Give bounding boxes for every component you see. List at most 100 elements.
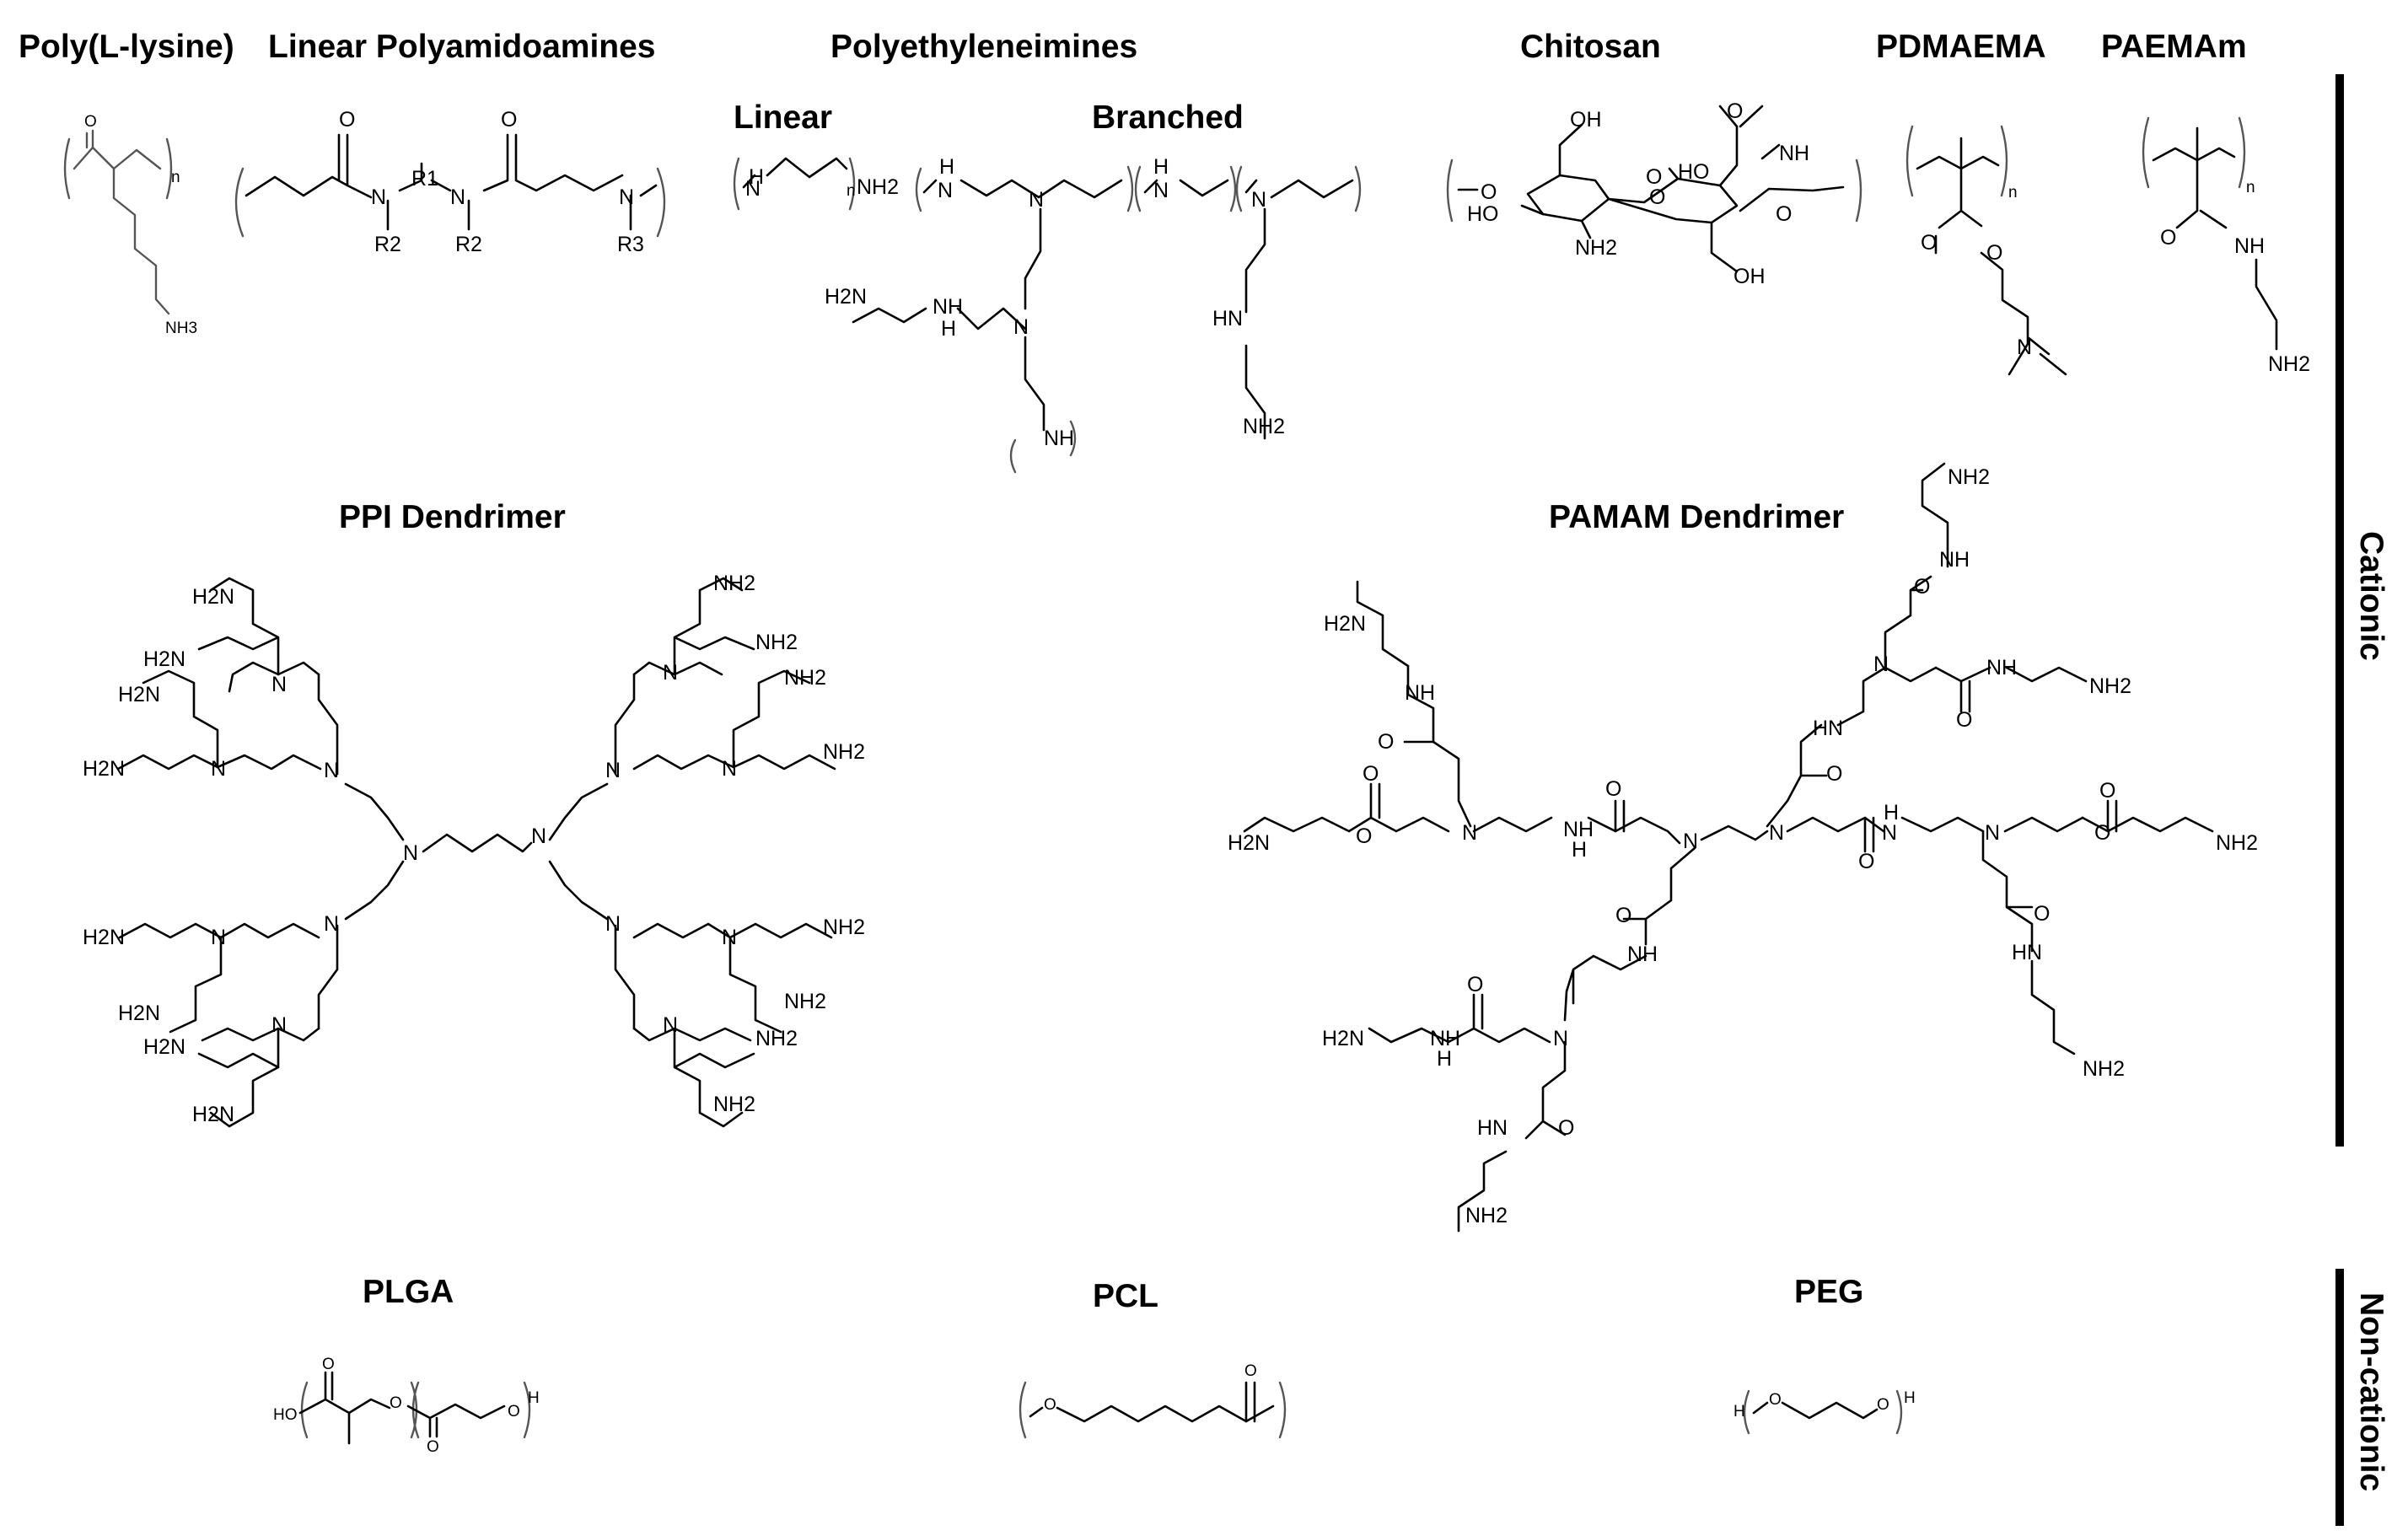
bond-line	[1472, 816, 1769, 845]
bond-line	[317, 860, 405, 1030]
atom-label-r3: R3	[617, 233, 644, 256]
bond-line	[1524, 1040, 1567, 1140]
bond-line	[1739, 143, 1845, 212]
atom-label-n: N	[722, 757, 737, 781]
atom-label-h: H	[749, 165, 764, 189]
atom-label-h2n: H2N	[192, 585, 234, 609]
atom-label-h: H	[1153, 155, 1169, 179]
atom-label-n: N	[324, 759, 339, 782]
atom-label-n: N	[1251, 188, 1266, 212]
atom-label-nh: NH	[1563, 818, 1594, 841]
bond-line	[73, 146, 162, 170]
atom-label-n: n	[2008, 184, 2018, 201]
atom-label-o: O	[1956, 708, 1972, 732]
atom-label-nh: NH	[1430, 1027, 1460, 1050]
bond-line	[1356, 580, 1410, 668]
atom-label-o: O	[1921, 231, 1937, 255]
bond-line	[1614, 799, 1626, 833]
atom-label-n: N	[2017, 336, 2032, 359]
bond-line	[1009, 438, 1017, 474]
atom-label-n: N	[271, 1013, 287, 1037]
bond-line	[2255, 258, 2278, 351]
title-pei-linear: Linear	[734, 99, 832, 136]
title-pei-branched: Branched	[1092, 99, 1244, 136]
atom-label-nh2: NH2	[823, 740, 865, 764]
bond-line	[406, 1403, 506, 1438]
title-pcl: PCL	[1093, 1278, 1158, 1314]
bond-line	[2030, 959, 2076, 1055]
atom-label-h2n: H2N	[83, 757, 125, 781]
atom-label-h: H	[1733, 1403, 1745, 1421]
bond-line	[1278, 1381, 1287, 1439]
bond-line	[197, 577, 280, 676]
atom-label-nh2: NH2	[713, 572, 755, 595]
title-paemam: PAEMAm	[2101, 29, 2247, 65]
atom-label-n: N	[211, 926, 226, 949]
atom-label-nh2: NH2	[755, 1027, 798, 1050]
atom-label-o: O	[322, 1356, 335, 1373]
title-ppi-dendrimer: PPI Dendrimer	[339, 499, 566, 535]
atom-label-nh3: NH3	[165, 320, 197, 337]
atom-label-n: N	[1985, 821, 2000, 845]
bond-line	[1668, 125, 1739, 273]
atom-label-nh2: NH2	[2089, 674, 2131, 698]
atom-label-ho: HO	[273, 1406, 298, 1424]
atom-label-hn: HN	[1212, 307, 1243, 330]
atom-label-h2n: H2N	[118, 1002, 160, 1025]
bond-line	[1938, 137, 1983, 229]
bond-line	[317, 673, 405, 841]
structure-peg: H O O H	[1733, 1389, 1916, 1435]
bond-line	[1403, 664, 1472, 828]
title-poly-l-lysine: Poly(L-lysine)	[19, 29, 234, 65]
bond-line	[1855, 158, 1862, 223]
atom-label-nh2: NH2	[2216, 831, 2258, 855]
structure-pdmaema: O O n N	[1905, 125, 2067, 376]
atom-label-n: N	[271, 673, 287, 696]
bond-line	[848, 157, 856, 211]
label-cationic: Cationic	[2353, 531, 2389, 661]
atom-label-nh: NH	[1044, 427, 1074, 450]
bond-line	[2142, 116, 2150, 189]
atom-label-o: O	[1356, 824, 1372, 848]
bond-line	[733, 157, 740, 211]
bond-line	[548, 860, 636, 1030]
bond-line	[632, 661, 735, 771]
bond-line	[1905, 125, 1914, 197]
bond-line	[1718, 105, 1764, 128]
atom-label-nh2: NH2	[713, 1093, 755, 1116]
bond-line	[216, 661, 322, 771]
title-pdmaema: PDMAEMA	[1876, 29, 2046, 65]
atom-label-h2n: H2N	[118, 683, 160, 706]
atom-label-nh: NH	[1627, 943, 1658, 966]
atom-label-h: H	[1884, 801, 1899, 824]
structure-chitosan: O HO OH NH2 O O HO OH O NH O	[1446, 99, 1862, 288]
non-cationic-bracket-bar	[2335, 1269, 2344, 1526]
atom-label-n: N	[1013, 315, 1029, 339]
atom-label-o: O	[1769, 1391, 1782, 1409]
structure-plga: HO O O O O H	[273, 1356, 540, 1456]
bond-line	[1752, 1401, 1879, 1420]
bond-line	[922, 179, 1123, 199]
bond-line	[742, 157, 848, 189]
bond-line	[1244, 207, 1266, 314]
atom-label-nh2: NH2	[857, 175, 899, 199]
bond-line	[656, 167, 666, 238]
bond-line	[1029, 1404, 1275, 1423]
bond-line	[1069, 420, 1077, 457]
atom-label-h: H	[941, 317, 956, 341]
structure-paemam: O NH n NH2	[2142, 116, 2310, 376]
title-polyethyleneimines: Polyethyleneimines	[830, 29, 1137, 65]
bond-line	[2000, 125, 2008, 197]
atom-label-n: N	[1683, 830, 1698, 853]
bond-line	[118, 922, 223, 1034]
bond-line	[1457, 1150, 1508, 1233]
atom-label-o: O	[2034, 902, 2050, 926]
bond-line	[1981, 830, 2034, 953]
bond-line	[165, 137, 173, 200]
atom-label-n: N	[1029, 188, 1044, 212]
atom-label-nh2: NH2	[1948, 465, 1990, 489]
bond-line	[1607, 177, 1739, 224]
atom-label-o: O	[1649, 185, 1665, 209]
atom-label-o: O	[339, 108, 355, 132]
atom-label-n: N	[619, 185, 634, 209]
